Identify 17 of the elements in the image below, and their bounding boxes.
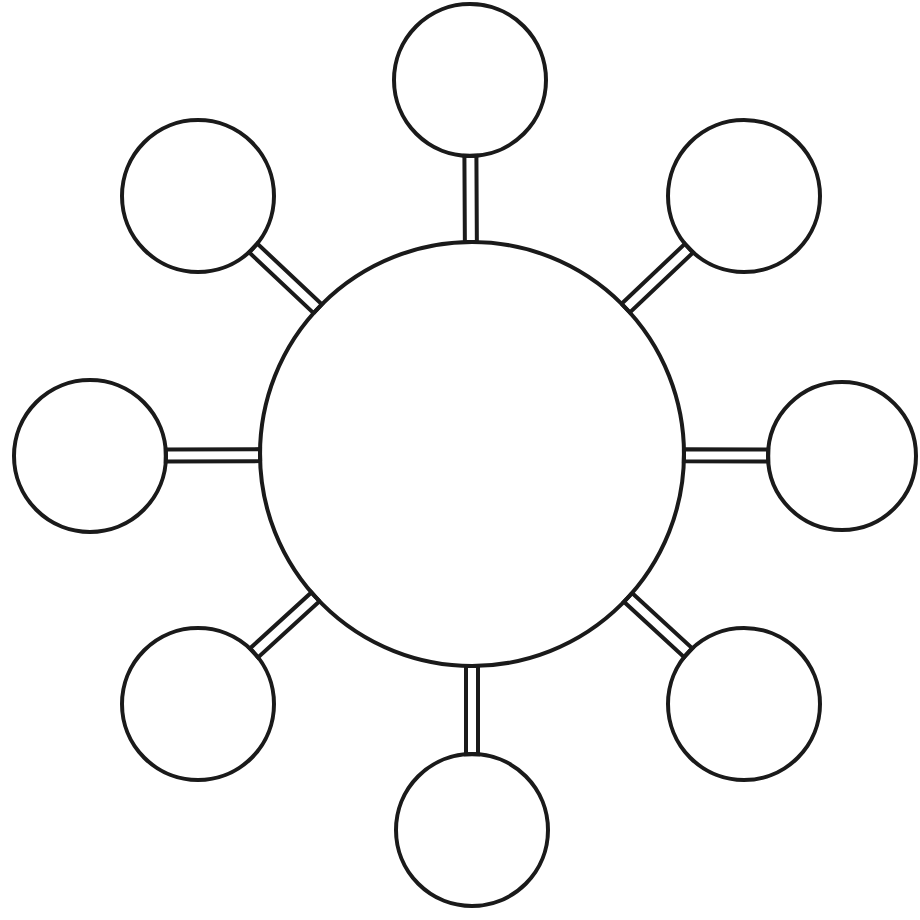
- hub-circle: [258, 240, 686, 668]
- double-line-connector: [681, 447, 771, 464]
- satellite-circle: [666, 118, 822, 274]
- double-line-connector: [247, 589, 323, 661]
- satellite-circle: [666, 626, 822, 782]
- satellite-circle: [766, 380, 918, 532]
- double-line-connector: [163, 447, 263, 464]
- double-line-connector: [621, 590, 696, 660]
- double-line-connector: [618, 240, 696, 316]
- satellite-circle: [392, 2, 548, 158]
- satellite-circle: [120, 626, 276, 782]
- satellite-circle: [394, 752, 550, 908]
- satellite-circle: [12, 378, 168, 534]
- double-line-connector: [462, 153, 479, 245]
- satellite-circle: [120, 118, 276, 274]
- double-line-connector: [246, 240, 325, 316]
- double-line-connector: [464, 663, 480, 757]
